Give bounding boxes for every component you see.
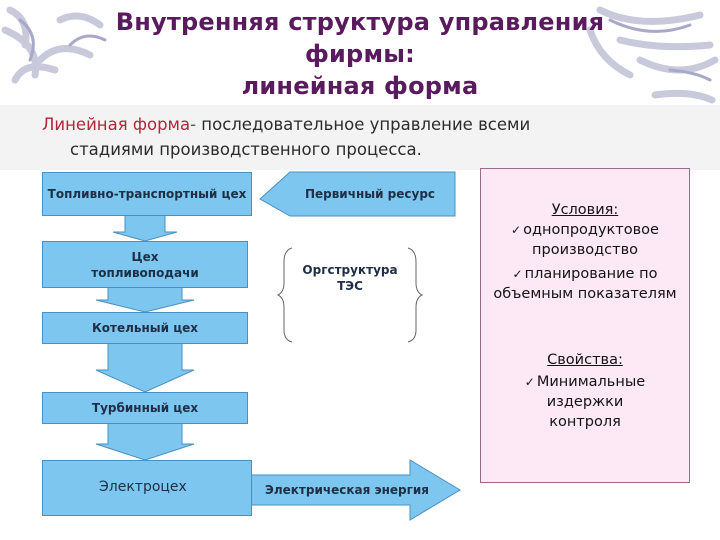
turbine-shop-label: Турбинный цех — [91, 401, 199, 415]
properties-heading: Свойства: — [547, 352, 623, 368]
fuel-supply-shop-box: Цех топливоподачи — [42, 241, 248, 288]
definition-line-1: последовательное управление всеми — [196, 115, 531, 134]
title-line-2: фирмы: — [305, 40, 415, 68]
turbine-shop-box: Турбинный цех — [42, 392, 248, 424]
left-bracket — [276, 247, 293, 343]
electric-energy-arrow — [249, 459, 461, 521]
checkmark-icon: ✓ — [524, 375, 535, 389]
conditions-heading: Условия: — [551, 202, 619, 218]
electric-energy-label: Электрическая энергия — [265, 483, 429, 497]
checkmark-icon: ✓ — [512, 267, 523, 281]
fuel-transport-shop-box: Топливно-транспортный цех — [42, 172, 252, 216]
title-line-3: линейная форма — [241, 72, 479, 100]
org-structure-label: Оргструктура ТЭС — [302, 263, 398, 293]
right-bracket — [407, 247, 424, 343]
definition-line-2: стадиями производственного процесса. — [70, 140, 422, 159]
property-item-1: ✓Минимальные издержки контроля — [524, 374, 646, 430]
condition-item-1: ✓однопродуктовое производство — [511, 222, 659, 258]
fuel-supply-shop-label: Цех топливоподачи — [91, 249, 199, 280]
down-arrow-1 — [112, 214, 178, 242]
down-arrow-4 — [95, 422, 195, 461]
page-title: Внутренняя структура управления фирмы: л… — [0, 6, 720, 102]
electric-shop-box: Электроцех — [42, 460, 252, 516]
title-line-1: Внутренняя структура управления — [115, 8, 605, 36]
boiler-shop-label: Котельный цех — [91, 321, 199, 335]
boiler-shop-box: Котельный цех — [42, 312, 248, 344]
primary-resource-arrow — [259, 171, 456, 217]
checkmark-icon: ✓ — [511, 223, 522, 237]
conditions-panel — [480, 168, 690, 483]
fuel-transport-shop-label: Топливно-транспортный цех — [47, 187, 247, 201]
down-arrow-3 — [95, 342, 195, 393]
electric-shop-label: Электроцех — [99, 479, 187, 495]
definition-term: Линейная форма- — [42, 115, 197, 134]
definition-text: Линейная форма- последовательное управле… — [42, 112, 682, 162]
primary-resource-label: Первичный ресурс — [304, 187, 436, 201]
down-arrow-2 — [95, 286, 195, 313]
condition-item-2: ✓планирование по объемным показателям — [493, 266, 677, 302]
